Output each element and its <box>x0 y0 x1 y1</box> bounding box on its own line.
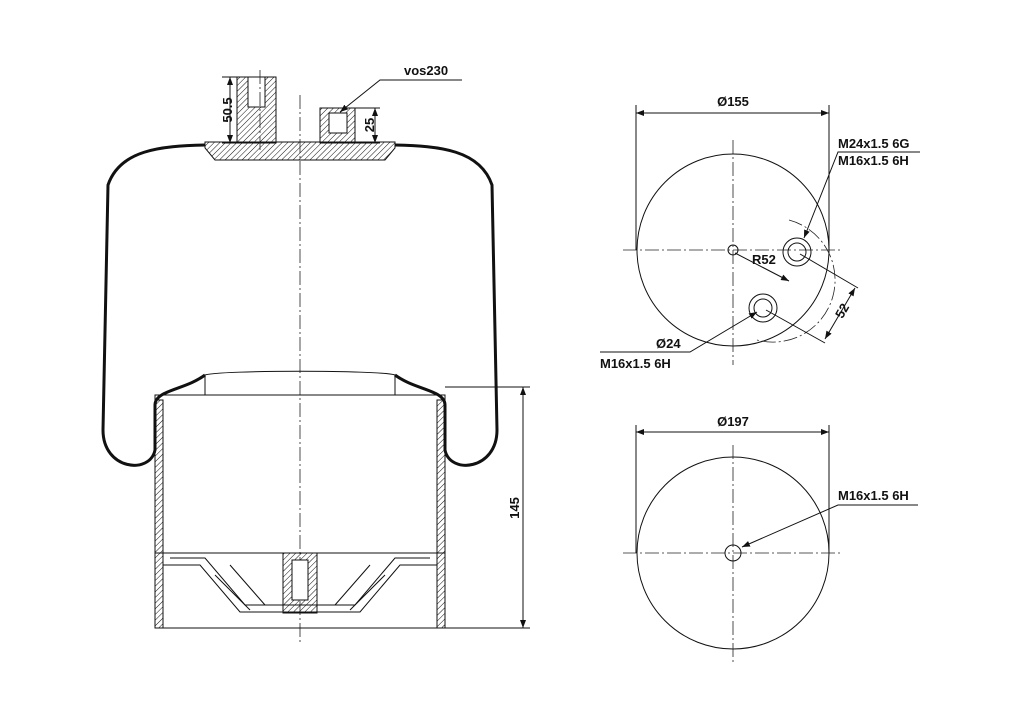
valve-label: vos230 <box>404 63 448 78</box>
top-diameter-label: Ø155 <box>717 94 749 109</box>
stud-height-label: 50.5 <box>220 97 235 122</box>
hole-m24 <box>782 237 812 267</box>
bottom-diameter-label: Ø197 <box>717 414 749 429</box>
top-view: Ø155 M24x1.5 6G M16x1.5 6H R52 52 Ø24 M1… <box>600 94 920 371</box>
bottom-thread-label: M16x1.5 6H <box>838 488 909 503</box>
spacing-label: 52 <box>832 301 852 321</box>
hole-thread-label: M16x1.5 6H <box>600 356 671 371</box>
bottom-view: Ø197 M16x1.5 6H <box>623 414 918 662</box>
hole-m16 <box>748 293 778 323</box>
bellows-outline <box>101 143 499 467</box>
piston-top <box>204 370 396 396</box>
side-view: 50.5 25 vos230 145 <box>101 63 530 645</box>
radius-label: R52 <box>752 252 776 267</box>
thread-2-label: M16x1.5 6H <box>838 153 909 168</box>
hole-diameter-label: Ø24 <box>656 336 681 351</box>
thread-1-label: M24x1.5 6G <box>838 136 910 151</box>
bottom-hole <box>724 544 742 562</box>
piston-height-label: 145 <box>507 497 522 519</box>
nut-height-label: 25 <box>362 118 377 132</box>
top-plate <box>204 141 396 161</box>
